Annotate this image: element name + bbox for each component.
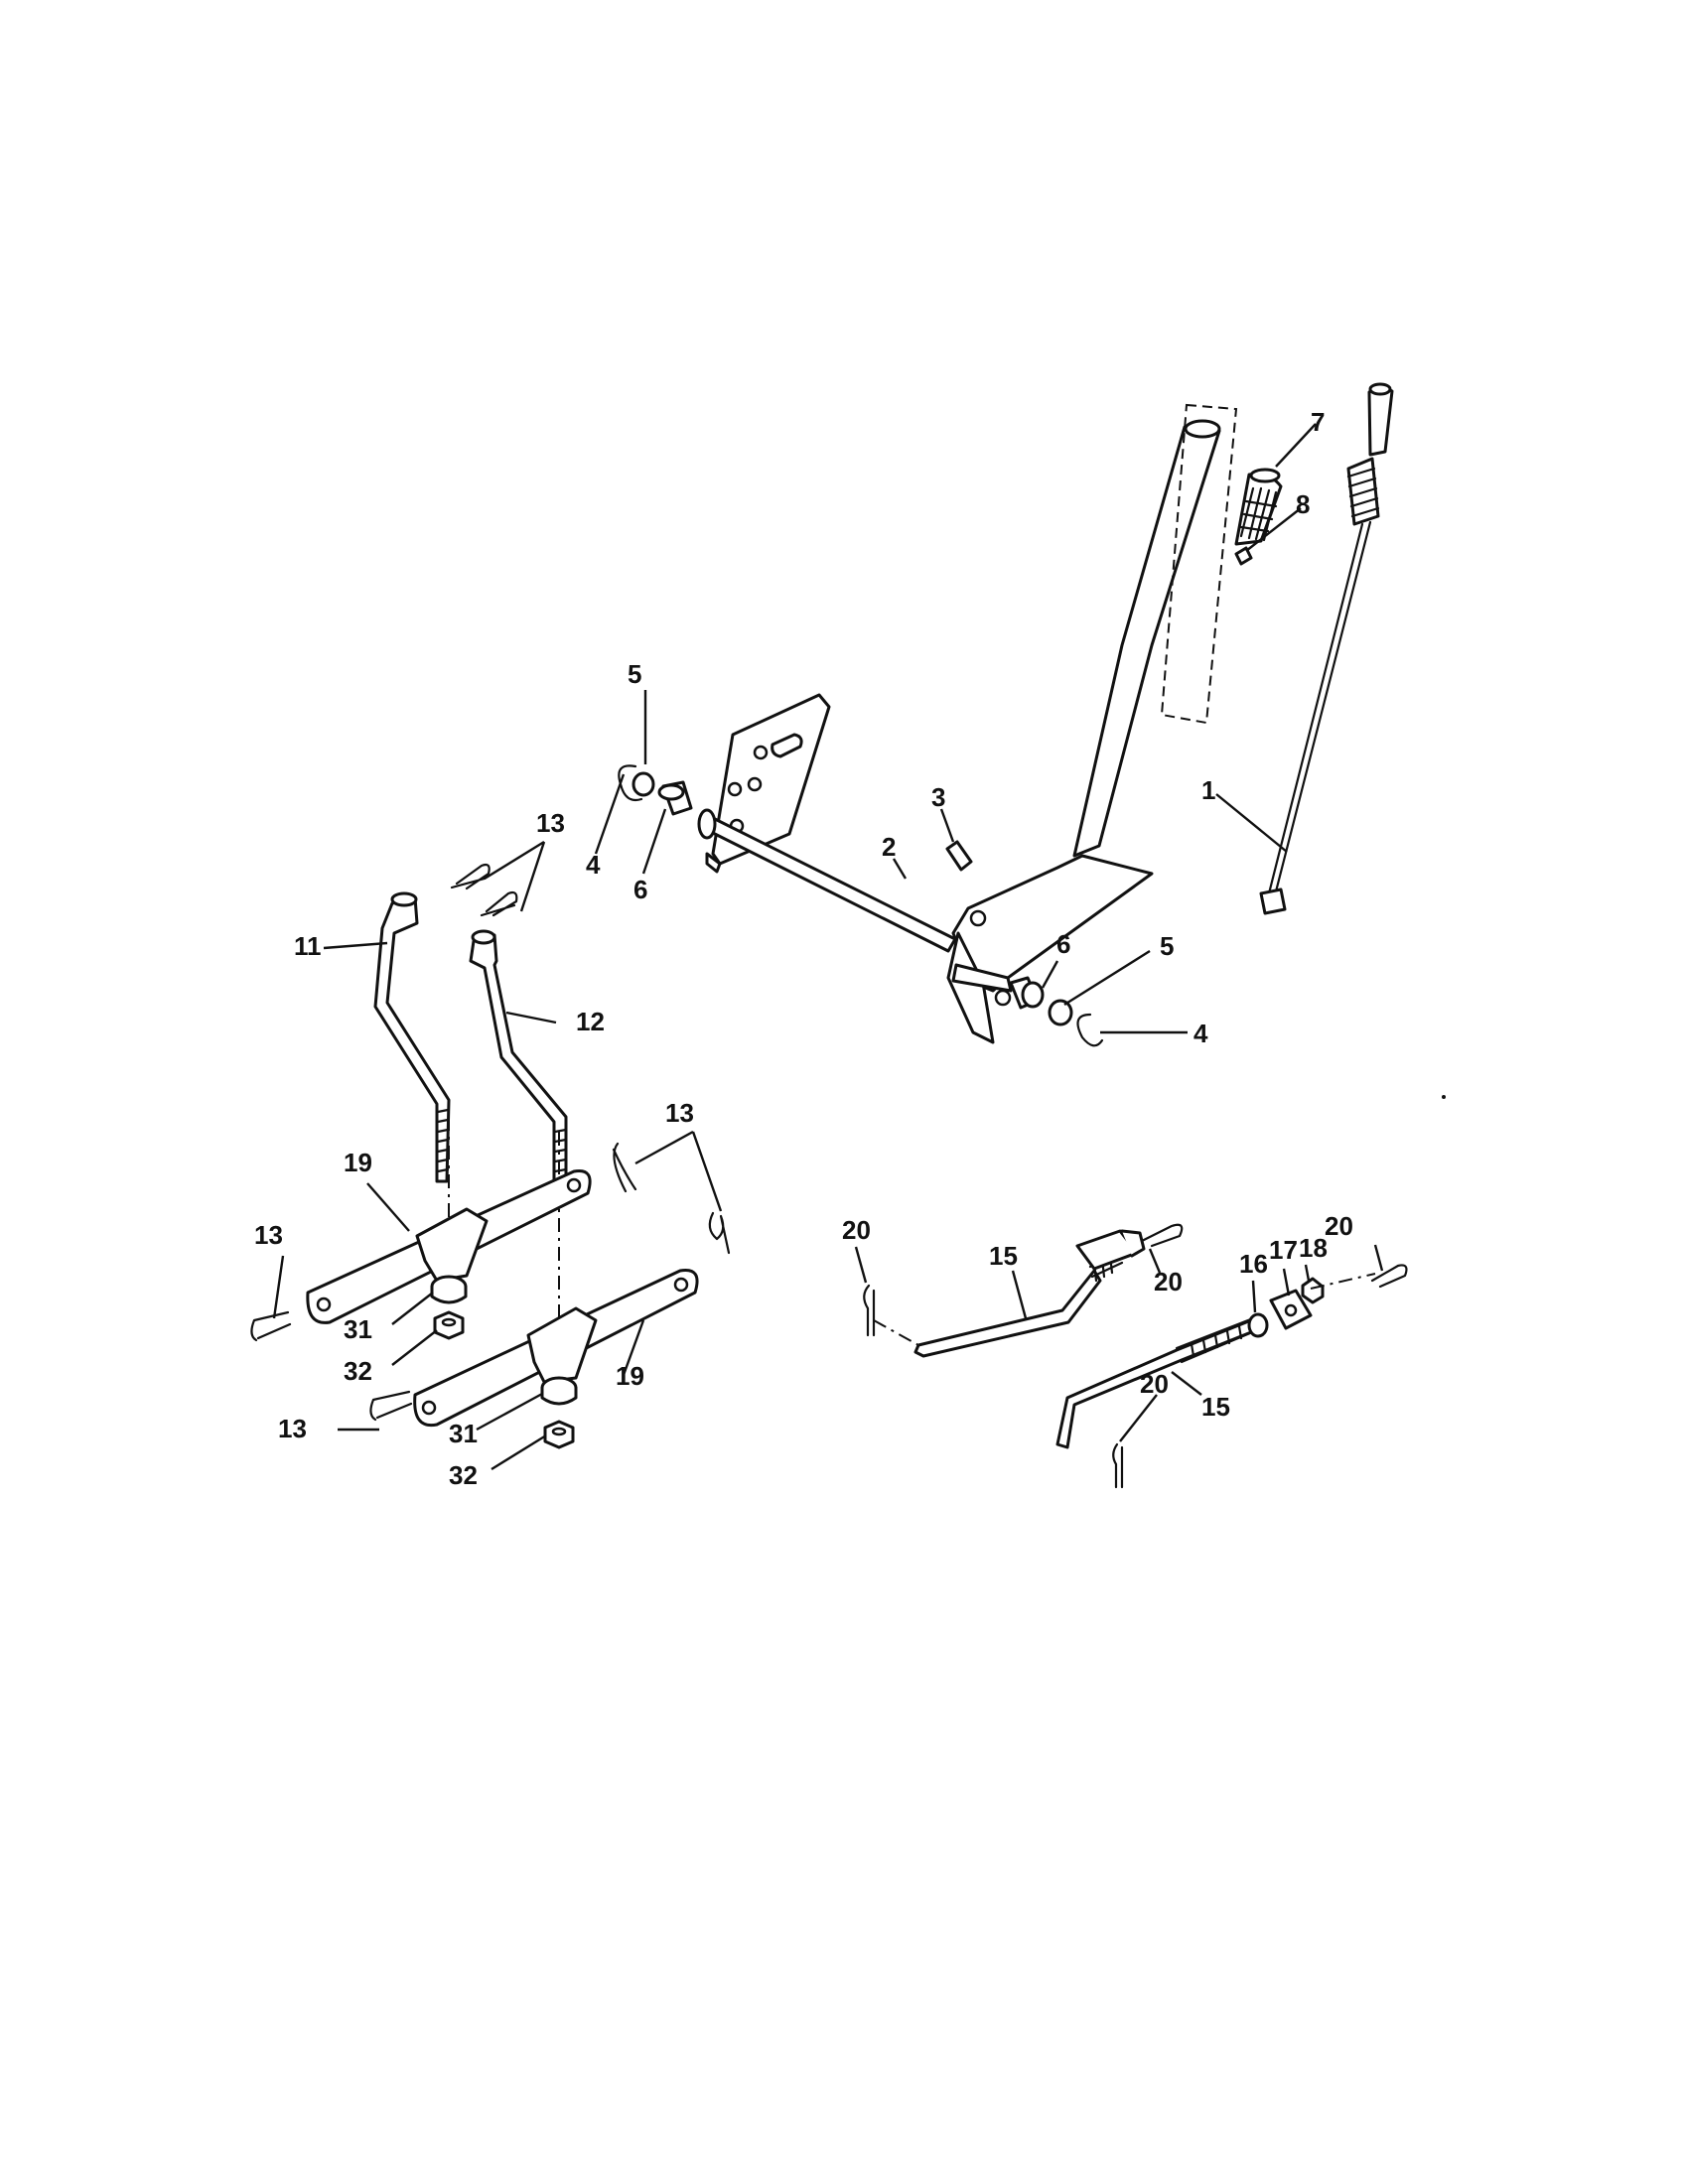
callout-13-left: 13	[254, 1220, 283, 1250]
callout-20-mid: 20	[1154, 1267, 1183, 1297]
callout-19-lower: 19	[616, 1361, 644, 1391]
callout-20-left: 20	[842, 1215, 871, 1245]
lift-arm-upper	[306, 1168, 592, 1324]
callout-1: 1	[1201, 775, 1215, 805]
callout-4-left: 4	[586, 850, 601, 880]
nut-lower	[543, 1420, 575, 1449]
callout-31-lower: 31	[449, 1419, 478, 1448]
callout-6-left: 6	[633, 875, 647, 904]
hairpin-clip-a	[450, 863, 491, 890]
lift-handle	[946, 419, 1221, 1044]
cotter-pin-d	[1112, 1442, 1124, 1489]
bushing-right	[1009, 976, 1045, 1010]
mounting-plate	[705, 693, 831, 874]
callout-7: 7	[1311, 407, 1325, 437]
callout-11: 11	[294, 931, 322, 961]
adjust-block	[1075, 1229, 1146, 1271]
callout-13-upper: 13	[536, 808, 565, 838]
callout-32-upper: 32	[344, 1356, 372, 1386]
callout-3: 3	[931, 782, 945, 812]
callout-5-left: 5	[628, 659, 641, 689]
callout-13-mid: 13	[665, 1098, 694, 1128]
callout-2: 2	[882, 832, 896, 862]
hairpin-clip-d	[708, 1211, 731, 1255]
grip-pin	[1234, 546, 1253, 566]
cross-shaft	[697, 808, 1013, 993]
callout-20-right: 20	[1325, 1211, 1353, 1241]
callout-31-upper: 31	[344, 1314, 372, 1344]
leader-lines	[272, 423, 1384, 1471]
callout-4-right: 4	[1193, 1019, 1208, 1048]
stray-dot	[1442, 1095, 1446, 1099]
callout-32-lower: 32	[449, 1460, 478, 1490]
spacer-lower	[540, 1376, 578, 1406]
callout-18: 18	[1299, 1233, 1328, 1263]
callout-13-bottom: 13	[278, 1414, 307, 1443]
callout-15-upper: 15	[989, 1241, 1018, 1271]
rod-centerline-b	[1310, 1273, 1376, 1290]
lift-link-right	[469, 929, 568, 1205]
nut-18	[1301, 1277, 1325, 1304]
callout-12: 12	[576, 1007, 605, 1036]
adjust-rod-upper	[913, 1251, 1124, 1358]
spacer-upper	[430, 1275, 468, 1304]
callout-5-right: 5	[1160, 931, 1174, 961]
washer-right	[1048, 999, 1073, 1026]
cotter-pin-c	[1370, 1264, 1408, 1289]
hairpin-clip-c	[612, 1142, 637, 1193]
cotter-pin-b	[1140, 1223, 1184, 1248]
washer-16	[1247, 1312, 1269, 1338]
lift-link-left	[373, 891, 451, 1183]
bushing-left	[657, 780, 693, 816]
cotter-pin-a	[863, 1284, 876, 1337]
callout-17: 17	[1269, 1235, 1298, 1265]
callout-20-lower: 20	[1140, 1369, 1169, 1399]
callout-19-upper: 19	[344, 1148, 372, 1177]
retainer-clip-right	[1076, 1013, 1104, 1047]
hairpin-clip-f	[369, 1390, 413, 1422]
handle-grip	[1234, 468, 1283, 546]
lift-arm-lower	[413, 1268, 699, 1428]
hairpin-clip-b	[480, 890, 518, 917]
callout-labels: 1 2 3 4 4 5 5 6 6 7 8 11 12 13 13 13 13 …	[254, 407, 1353, 1490]
handle-phantom-outline	[1160, 403, 1238, 725]
washer-left	[632, 771, 655, 797]
roll-pin	[945, 840, 973, 872]
callout-16: 16	[1239, 1249, 1268, 1279]
callout-6-right: 6	[1056, 929, 1070, 959]
callout-8: 8	[1296, 489, 1310, 519]
nut-upper	[433, 1310, 465, 1340]
lift-cable	[1259, 382, 1394, 915]
hairpin-clip-e	[250, 1310, 292, 1342]
rod-centerline	[873, 1319, 919, 1346]
callout-15-lower: 15	[1201, 1392, 1230, 1422]
